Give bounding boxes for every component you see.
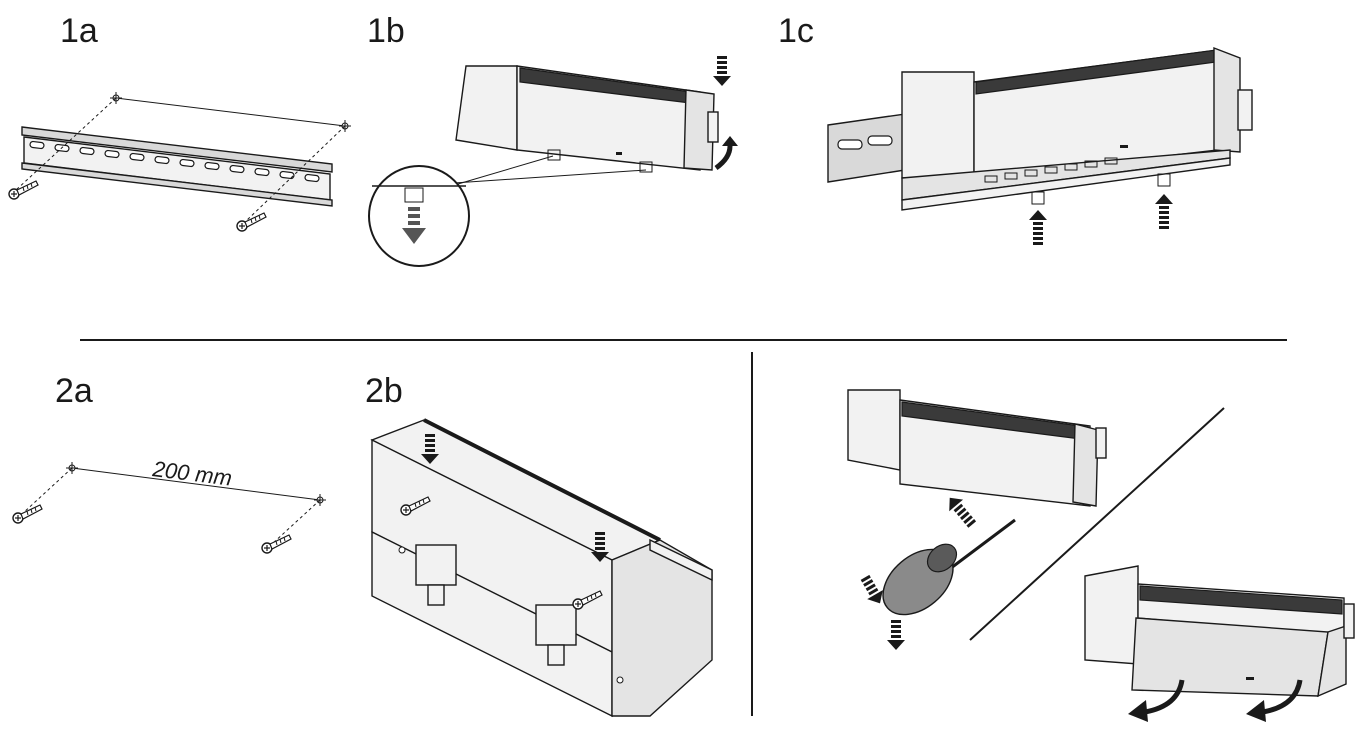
curved-arrow-icon <box>714 145 733 171</box>
rail-slots <box>29 140 320 183</box>
dimension-label: 200 mm <box>150 456 233 491</box>
dashed-push-arrow-icon <box>1029 210 1047 245</box>
step-label-2b: 2b <box>365 372 403 410</box>
illustration-1c-controller-on-rail <box>827 46 1253 245</box>
terminal-row <box>984 157 1118 183</box>
screw-icon <box>261 534 292 554</box>
dinclip-right <box>535 604 577 666</box>
illustration-2b-housing-back <box>370 418 713 718</box>
screw-icon <box>236 212 267 232</box>
curved-arrow-icon <box>1144 679 1185 715</box>
curved-arrow-icon <box>1262 679 1303 715</box>
dashed-push-arrow-icon <box>1155 194 1173 229</box>
step-label-1b: 1b <box>367 12 405 50</box>
illustration-1a-din-rail <box>8 92 351 232</box>
illustration-removal-cover <box>1084 565 1355 722</box>
illustration-2a-wall-spacing: 200 mm <box>12 456 326 554</box>
dinclip-left <box>415 544 457 606</box>
illustration-1b-controller-hooking <box>368 56 738 267</box>
dashed-push-arrow-icon <box>887 620 905 650</box>
diagonal-separator <box>969 407 1225 641</box>
screwdriver-icon <box>882 543 958 616</box>
screw-icon <box>12 504 43 524</box>
illustration-removal-screwdriver <box>847 389 1107 650</box>
step-label-1c: 1c <box>778 12 814 50</box>
dashed-push-arrow-icon <box>942 491 980 531</box>
step-label-1a: 1a <box>60 12 98 50</box>
dashed-push-arrow-icon <box>713 56 731 86</box>
step-label-2a: 2a <box>55 372 93 410</box>
